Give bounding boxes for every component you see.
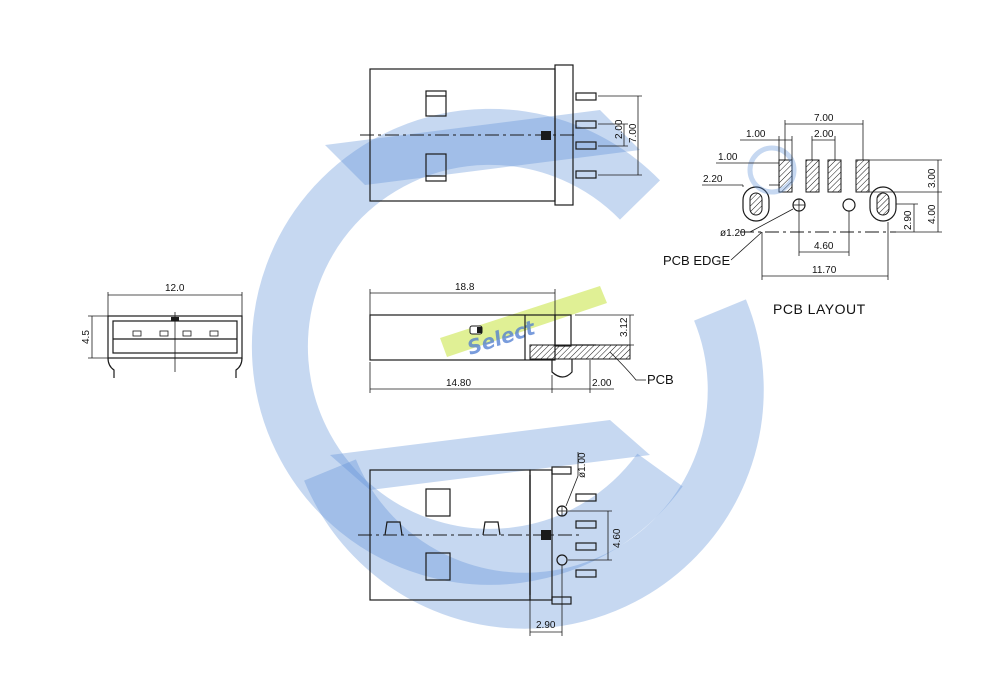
- pcb-layout-title: PCB LAYOUT: [773, 301, 866, 317]
- pcb-dim-4-60: 4.60: [814, 241, 834, 252]
- top-view-pin-4: [575, 170, 597, 179]
- top-view-marker: [541, 131, 551, 140]
- bottom-view-pin-3: [575, 542, 597, 551]
- bottom-view-marker: [541, 530, 551, 540]
- bottom-view-pin-2: [575, 520, 597, 529]
- top-view-dim-pitch: 2.00: [614, 119, 625, 139]
- pcb-dim-4-00: 4.00: [927, 204, 938, 224]
- side-view: 18.8 3.12 14.80 2.00 PCB: [369, 282, 674, 393]
- pcb-dim-2-90: 2.90: [903, 210, 914, 230]
- end-view-dim-width: 12.0: [165, 283, 185, 294]
- side-view-dim-thickness: 3.12: [619, 317, 630, 337]
- watermark-arc-upper: [251, 108, 683, 585]
- top-view-window-upper: [425, 90, 447, 117]
- watermark-arc-lower: [304, 299, 764, 629]
- pcb-dim-1-00-top: 1.00: [746, 129, 766, 140]
- end-view-leg-left: [107, 357, 115, 378]
- bottom-view-dim-post-spacing: 4.60: [612, 528, 623, 548]
- end-view-dim-height: 4.5: [81, 330, 92, 344]
- bottom-view-pin-1: [575, 493, 597, 502]
- bottom-view-flange-top: [551, 466, 572, 475]
- pcb-dim-3-00: 3.00: [927, 168, 938, 188]
- watermark-band-bottom: [330, 420, 650, 490]
- pcb-dim-7-00: 7.00: [814, 113, 834, 124]
- pcb-dim-11-70: 11.70: [812, 265, 837, 276]
- side-view-pcb-label: PCB: [647, 372, 674, 387]
- top-view: 2.00 7.00: [360, 64, 642, 206]
- bottom-view-flange-bottom: [551, 596, 572, 605]
- pcb-pad-4: [855, 159, 870, 193]
- pcb-hole-right: [842, 198, 856, 212]
- top-view-pin-1: [575, 92, 597, 101]
- bottom-view-latch-left: [384, 521, 403, 536]
- side-view-post: [551, 359, 573, 378]
- pcb-dim-hole: ø1.20: [720, 228, 746, 239]
- pcb-pad-1: [778, 159, 793, 193]
- bottom-view-pin-4: [575, 569, 597, 578]
- top-view-pin-3: [575, 141, 597, 150]
- side-view-dim-tail: 2.00: [592, 378, 612, 389]
- end-view-contact-3: [182, 330, 192, 337]
- bottom-view: ø1.00 4.60 2.90: [358, 452, 623, 636]
- bottom-view-latch-right: [482, 521, 501, 536]
- end-view-contact-1: [132, 330, 142, 337]
- pcb-pad-3: [827, 159, 842, 193]
- side-view-dim-body: 14.80: [446, 378, 471, 389]
- top-view-pin-2: [575, 120, 597, 129]
- end-view-contact-4: [209, 330, 219, 337]
- bottom-view-dim-hole: ø1.00: [577, 452, 588, 478]
- pcb-dim-2-20: 2.20: [703, 174, 723, 185]
- pcb-pad-2: [805, 159, 820, 193]
- end-view: 12.0 4.5: [81, 283, 243, 378]
- bottom-view-dim-offset: 2.90: [536, 620, 556, 631]
- pcb-layout: 7.00 1.00 2.00 1.00 2.20 3.00 4.00 2.90: [663, 113, 942, 317]
- end-view-leg-right: [235, 357, 243, 378]
- pcb-dim-2-00: 2.00: [814, 129, 834, 140]
- end-view-contact-2: [159, 330, 169, 337]
- pcb-edge-label: PCB EDGE: [663, 253, 731, 268]
- watermark-brand-banner: [440, 286, 607, 357]
- side-view-dim-length: 18.8: [455, 282, 475, 293]
- bottom-view-window-lower: [425, 552, 451, 581]
- top-view-window-lower: [425, 153, 447, 182]
- watermark-logo: Select: [251, 108, 764, 629]
- watermark-band-top: [325, 110, 640, 185]
- bottom-view-window-upper: [425, 488, 451, 517]
- pcb-dim-1-00-left: 1.00: [718, 152, 738, 163]
- top-view-dim-span: 7.00: [628, 123, 639, 143]
